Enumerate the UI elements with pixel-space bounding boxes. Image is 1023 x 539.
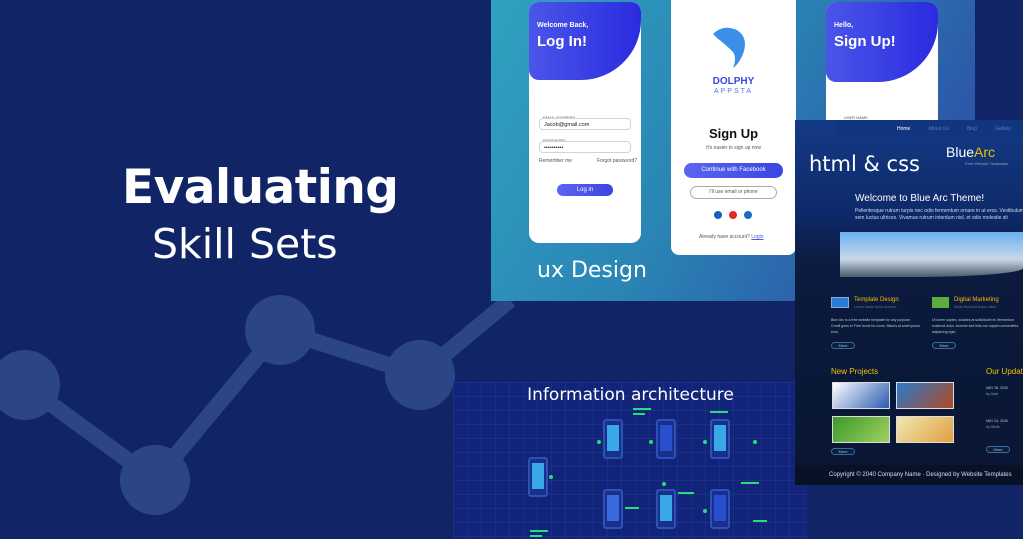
headline-evaluating: Evaluating — [122, 160, 399, 215]
remember-me-checkbox[interactable]: Remember me — [539, 158, 573, 164]
feature-template-text: Blue Arc is a free website template for … — [831, 318, 920, 334]
update-date: MAY 24, 2040 — [986, 419, 1008, 423]
ia-label: Information architecture — [527, 385, 734, 405]
login-greeting: Welcome Back, — [537, 22, 589, 29]
have-account-text: Already have account? Login — [699, 234, 764, 240]
linkedin-icon[interactable] — [744, 211, 752, 219]
site-nav: Home About Us Blog Gallery — [835, 120, 1023, 138]
update-author: by Olivia — [986, 425, 1000, 429]
feature-template-title: Template Design — [854, 297, 899, 303]
nav-about[interactable]: About Us — [928, 126, 949, 132]
headline-skill-sets: Skill Sets — [152, 220, 338, 268]
more-button[interactable]: More — [932, 342, 956, 349]
more-button[interactable]: More — [831, 342, 855, 349]
city-skyline-image — [840, 232, 1023, 277]
nav-home[interactable]: Home — [897, 126, 911, 132]
feature-marketing-title: Digital Marketing — [954, 297, 999, 303]
update-date: MAY 28, 2040 — [986, 386, 1008, 390]
site-footer — [795, 465, 1023, 485]
brand-sub: APPSTA — [713, 88, 754, 95]
ux-design-label: ux Design — [537, 258, 647, 283]
signup-subtitle: It's easier to sign up now — [706, 145, 761, 151]
logo-arc: Arc — [974, 144, 996, 160]
footer-text: Copyright © 2040 Company Name · Designed… — [829, 472, 1012, 478]
email-label: EMAIL ADDRESS — [543, 115, 576, 120]
nav-gallery[interactable]: Gallery — [994, 126, 1011, 132]
signup-title: Sign Up — [708, 126, 759, 141]
more-button[interactable]: More — [986, 446, 1010, 453]
login-card: Welcome Back, Log In! EMAIL ADDRESS Jaco… — [529, 2, 641, 243]
feature-marketing-sub: Morbi tincidunt lectus nisue — [954, 305, 997, 309]
update-author: by Josh — [986, 392, 999, 396]
password-label: PASSWORD — [543, 138, 567, 143]
briefcase-icon — [932, 297, 949, 308]
hello-signup-card: Hello, Sign Up! USER NAME — [826, 2, 938, 132]
welcome-text: Pellentesque rutrum turpis nec odio ferm… — [855, 208, 1023, 221]
more-button[interactable]: More — [831, 448, 855, 455]
template-icon — [831, 297, 849, 308]
project-thumbnail[interactable] — [896, 382, 954, 409]
logo-blue: Blue — [946, 144, 975, 160]
hello-greeting: Hello, — [834, 22, 854, 29]
project-thumbnail[interactable] — [896, 416, 954, 443]
login-link[interactable]: Login — [751, 234, 764, 240]
email-field[interactable]: Jacob@gmail.com — [539, 118, 631, 130]
have-account-label: Already have account? — [699, 234, 750, 240]
email-phone-button[interactable]: I'll use email or phone — [690, 186, 777, 199]
site-logo: BlueArc — [946, 144, 995, 160]
signup-card: DOLPHY APPSTA Sign Up It's easier to sig… — [671, 0, 796, 255]
login-button[interactable]: Log in — [557, 184, 613, 196]
password-field[interactable]: •••••••••• — [539, 141, 631, 153]
welcome-heading: Welcome to Blue Arc Theme! — [855, 193, 985, 204]
twitter-icon[interactable] — [714, 211, 722, 219]
html-css-panel: Home About Us Blog Gallery html & css Bl… — [795, 120, 1023, 485]
html-css-label: html & css — [809, 152, 920, 176]
feature-template-sub: Lorem ipsum dolor sit amet — [854, 305, 897, 309]
dolphin-logo-icon — [713, 27, 745, 68]
information-architecture-panel: Information architecture — [453, 382, 808, 539]
hello-title: Sign Up! — [834, 33, 896, 50]
project-thumbnail[interactable] — [832, 382, 890, 409]
feature-marketing-text: Ut lorem sapien, sodales at sollicitudin… — [932, 318, 1019, 334]
project-thumbnail[interactable] — [832, 416, 890, 443]
facebook-button[interactable]: Continue with Facebook — [684, 163, 783, 178]
login-title: Log In! — [537, 33, 587, 50]
google-plus-icon[interactable] — [729, 211, 737, 219]
line-graph-decoration — [0, 293, 516, 515]
updates-title: Our Updates — [986, 367, 1023, 376]
username-label: USER NAME — [844, 115, 868, 120]
brand-name: DOLPHY — [712, 76, 755, 87]
new-projects-title: New Projects — [831, 367, 879, 376]
logo-tagline: Free Website Templates — [965, 161, 1008, 166]
nav-blog[interactable]: Blog — [966, 126, 977, 132]
forgot-password-link[interactable]: Forgot password? — [597, 158, 638, 164]
